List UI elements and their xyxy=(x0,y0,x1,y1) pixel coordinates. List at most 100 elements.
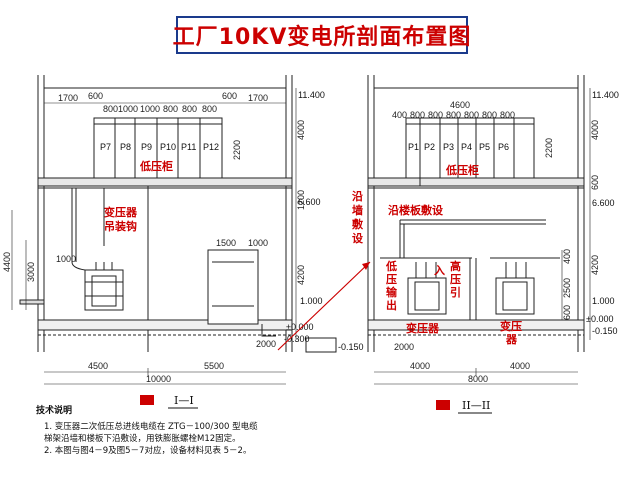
right-panel-labels: P1 P2 P3 P4 P5 P6 xyxy=(408,142,509,152)
dim-label: 8000 xyxy=(468,374,488,384)
dim-label: 800 xyxy=(482,110,497,120)
transformer2-line: 变压 xyxy=(500,319,522,333)
panel-label: P4 xyxy=(461,142,472,152)
panel-label: P9 xyxy=(141,142,152,152)
dim-label: 4200 xyxy=(590,255,600,275)
dim-label: 4000 xyxy=(590,120,600,140)
dim-label: 2000 xyxy=(394,342,414,352)
panel-label: P3 xyxy=(443,142,454,152)
dim-label: 5500 xyxy=(204,361,224,371)
transformer-hook-line2: 吊装钩 xyxy=(104,219,137,233)
lv-output-char: 输 xyxy=(386,285,398,299)
dim-label: 4000 xyxy=(410,361,430,371)
dim-label: 800 xyxy=(500,110,515,120)
section-label-right: II—II xyxy=(462,399,490,412)
dim-label: 800 xyxy=(202,104,217,114)
dim-label: 1500 xyxy=(216,238,236,248)
elevation-label: 6.600 xyxy=(298,197,321,207)
notes-line: 梯架沿墙和楼板下沿敷设，用铁膨胀螺栓M12固定。 xyxy=(44,433,241,444)
elevation-label: 11.400 xyxy=(592,90,619,100)
right-low-voltage-label: 低压柜 xyxy=(445,163,479,177)
left-vertical-dims: 2200 4000 1200 4200 4400 3000 1000 1500 … xyxy=(2,120,306,349)
elevation-label: ±0.000 xyxy=(586,314,613,324)
along-wall-label: 沿 墙 敷 设 xyxy=(352,189,367,245)
panel-label: P6 xyxy=(498,142,509,152)
dim-label: 1200 xyxy=(296,190,306,210)
right-elevations: 11.400 6.600 1.000 ±0.000 -0.150 xyxy=(586,90,619,336)
dim-label: 600 xyxy=(222,91,237,101)
left-section xyxy=(11,75,337,385)
dim-label: 600 xyxy=(88,91,103,101)
dim-label: 4000 xyxy=(296,120,306,140)
along-wall-char: 设 xyxy=(352,231,364,245)
along-wall-char: 墙 xyxy=(352,203,363,217)
along-wall-char: 敷 xyxy=(352,217,364,231)
elevation-label: 1.000 xyxy=(592,296,615,306)
panel-label: P7 xyxy=(100,142,111,152)
hv-in-char: 压 xyxy=(450,272,461,286)
section-marker-right xyxy=(436,400,450,410)
panel-label: P1 xyxy=(408,142,419,152)
elevation-label: -0.300 xyxy=(284,334,310,344)
dim-label: 4000 xyxy=(510,361,530,371)
dim-label: 1000 xyxy=(56,254,76,264)
right-top-dims: 4600 400 800 800 800 800 800 800 xyxy=(392,100,515,120)
elevation-label: ±0.000 xyxy=(286,322,313,332)
dim-label: 800 xyxy=(103,104,118,114)
dim-label: 800 xyxy=(182,104,197,114)
dim-label: 400 xyxy=(392,110,407,120)
panel-label: P8 xyxy=(120,142,131,152)
in-label: 入 xyxy=(434,264,445,277)
lv-output-char: 出 xyxy=(386,298,397,312)
lv-output-char: 低 xyxy=(385,259,397,273)
dim-label: 1700 xyxy=(58,93,78,103)
section-marker-left xyxy=(140,395,154,405)
dim-label: 800 xyxy=(410,110,425,120)
dim-label: 800 xyxy=(446,110,461,120)
technical-notes: 技术说明 1. 变压器二次低压总进线电缆在 ZTG－100/300 型电缆 梯架… xyxy=(36,404,258,456)
left-bottom-dims: 4500 5500 10000 xyxy=(88,361,224,384)
dim-label: 1000 xyxy=(140,104,160,114)
dim-label: 2200 xyxy=(544,138,554,158)
dim-label: 4400 xyxy=(2,252,12,272)
transformer2-line: 器 xyxy=(505,333,518,346)
panel-label: P12 xyxy=(203,142,219,152)
elevation-label: -0.150 xyxy=(338,342,364,352)
elevation-label: 1.000 xyxy=(300,296,323,306)
panel-label: P5 xyxy=(479,142,490,152)
right-bottom-dims: 2000 4000 4000 8000 xyxy=(394,342,530,384)
panel-label: P10 xyxy=(160,142,176,152)
page-title: 工厂10KV变电所剖面布置图 xyxy=(172,25,472,50)
dim-label: 800 xyxy=(428,110,443,120)
cable-route-arrow xyxy=(277,261,371,351)
dim-label: 3000 xyxy=(26,262,36,282)
notes-heading: 技术说明 xyxy=(36,404,72,416)
transformer-hook-line1: 变压器 xyxy=(104,205,138,219)
dim-label: 10000 xyxy=(146,374,171,384)
dim-label: 2000 xyxy=(256,339,276,349)
hv-in-char: 引 xyxy=(450,285,461,299)
left-elevations: 11.400 6.600 1.000 ±0.000 -0.150 -0.300 xyxy=(284,90,364,352)
section-label-left: I—I xyxy=(174,394,194,407)
dim-label: 4600 xyxy=(450,100,470,110)
dim-label: 1700 xyxy=(248,93,268,103)
dim-label: 1000 xyxy=(248,238,268,248)
panel-label: P2 xyxy=(424,142,435,152)
elevation-label: 11.400 xyxy=(298,90,325,100)
transformer2-label: 变压 器 xyxy=(500,319,526,346)
lv-output-char: 压 xyxy=(386,272,397,286)
panel-label: P11 xyxy=(181,142,196,152)
elevation-label: -0.150 xyxy=(592,326,618,336)
elevation-label: 6.600 xyxy=(592,198,615,208)
left-panel-labels: P7 P8 P9 P10 P11 P12 xyxy=(100,142,219,152)
dim-label: 600 xyxy=(562,305,572,320)
along-floor-label: 沿楼板敷设 xyxy=(388,203,444,217)
low-voltage-label: 低压柜 xyxy=(139,159,173,173)
dim-label: 800 xyxy=(163,104,178,114)
dim-label: 4200 xyxy=(296,265,306,285)
right-vertical-dims: 2200 4000 600 4200 2500 600 400 xyxy=(544,120,600,320)
notes-line: 2. 本图与图4－9及图5－7对应，设备材料见表 5－2。 xyxy=(44,445,251,456)
dim-label: 2500 xyxy=(562,278,572,298)
dim-label: 1000 xyxy=(118,104,138,114)
